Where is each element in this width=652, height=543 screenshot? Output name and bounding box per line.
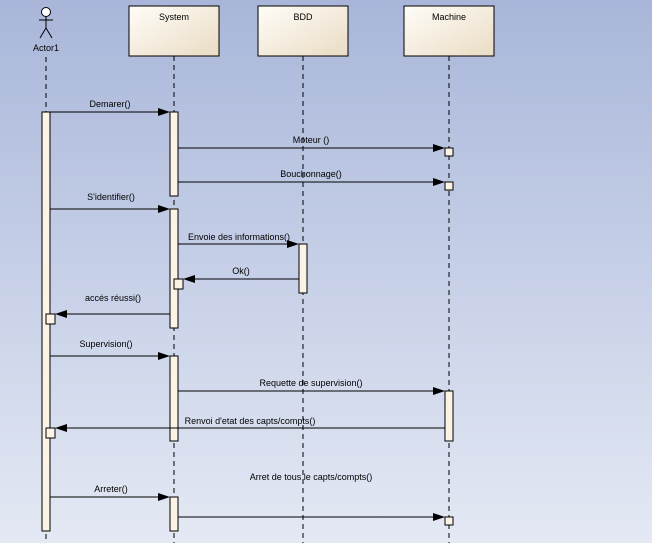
exec-actor-renvoi[interactable] — [45, 427, 56, 439]
message-renvoi-label: Renvoi d'etat des capts/compts() — [185, 416, 316, 426]
activation-system-1[interactable] — [169, 111, 179, 197]
activation-system-4[interactable] — [169, 496, 179, 532]
message-demarer[interactable]: Demarer() — [50, 99, 170, 116]
exec-system-ok[interactable] — [173, 278, 184, 290]
message-arret[interactable] — [178, 513, 445, 521]
message-ok[interactable]: Ok() — [183, 266, 299, 283]
message-supervision[interactable]: Supervision() — [50, 339, 170, 360]
activation-system-3[interactable] — [169, 355, 179, 442]
actor-figure-icon[interactable] — [39, 7, 53, 39]
message-envoie[interactable]: Envoie des informations() — [178, 232, 299, 248]
lifeline-machine[interactable]: Machine — [403, 5, 495, 57]
message-acces[interactable]: accés réussi() — [55, 293, 170, 318]
lifeline-bdd[interactable]: BDD — [257, 5, 349, 57]
message-bouchonnage-label: Bouchonnage() — [280, 169, 342, 179]
message-moteur[interactable]: Moteur () — [178, 135, 445, 152]
actor-name: Actor1 — [33, 43, 59, 53]
message-arreter[interactable]: Arreter() — [50, 484, 170, 501]
exec-actor-acces[interactable] — [45, 313, 56, 325]
message-sidentifier[interactable]: S'identifier() — [50, 192, 170, 213]
exec-machine-moteur[interactable] — [444, 147, 454, 157]
message-renvoi[interactable]: Renvoi d'etat des capts/compts() — [55, 416, 445, 432]
message-acces-label: accés réussi() — [85, 293, 141, 303]
message-requette[interactable]: Requette de supervision() — [178, 378, 445, 395]
message-moteur-label: Moteur () — [293, 135, 330, 145]
message-supervision-label: Supervision() — [79, 339, 132, 349]
message-ok-label: Ok() — [232, 266, 250, 276]
message-envoie-label: Envoie des informations() — [188, 232, 290, 242]
lifeline-system-name: System — [159, 12, 189, 22]
message-arret-label: Arret de tous le capts/compts() — [250, 472, 373, 482]
message-arreter-label: Arreter() — [94, 484, 128, 494]
message-sidentifier-label: S'identifier() — [87, 192, 135, 202]
lifeline-bdd-name: BDD — [293, 12, 313, 22]
exec-machine-arret[interactable] — [444, 516, 454, 526]
activation-machine[interactable] — [444, 390, 454, 442]
activation-system-2[interactable] — [169, 208, 179, 329]
exec-machine-bouchonnage[interactable] — [444, 181, 454, 191]
lifeline-system[interactable]: System — [128, 5, 220, 57]
message-requette-label: Requette de supervision() — [259, 378, 362, 388]
message-bouchonnage[interactable]: Bouchonnage() — [178, 169, 445, 186]
activation-bdd[interactable] — [298, 243, 308, 294]
message-demarer-label: Demarer() — [89, 99, 130, 109]
lifeline-machine-name: Machine — [432, 12, 466, 22]
